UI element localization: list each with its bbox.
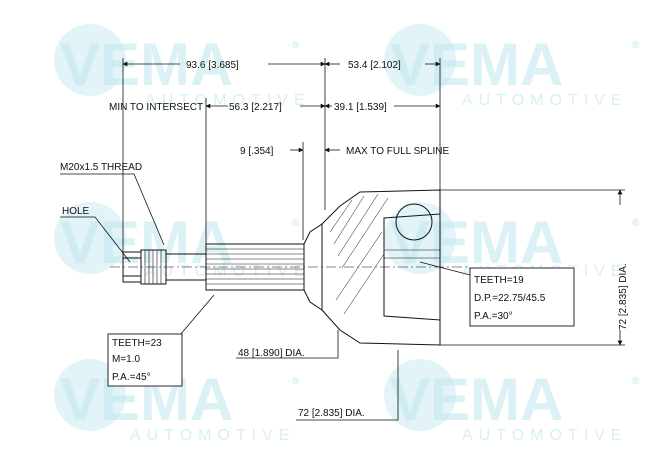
watermark-brand: VEMA [60,31,233,98]
watermark-registered: ® [292,40,300,51]
watermark-brand: VEMA [390,366,563,433]
watermark-sub: AUTOMOTIVE [130,427,296,444]
leader-shaft-dia [236,330,339,359]
bell-housing [321,189,441,346]
inner-race-cavity [383,213,441,321]
dim-vertical-dia: 72 [2.835] DIA. [618,263,629,330]
extension-lines [122,58,625,346]
callout-outer-teeth: TEETH=23 [112,338,162,349]
label-thread: M20x1.5 THREAD [60,162,142,173]
leader-thread [60,173,165,246]
dim-housing-dia: 72 [2.835] DIA. [298,408,365,419]
watermark-registered: ® [632,218,640,229]
dim-max-full-spline: MAX TO FULL SPLINE [346,146,450,157]
watermark-registered: ® [632,40,640,51]
dim-min-intersect-label: MIN TO INTERSECT [109,102,203,113]
housing-hatch [329,193,389,315]
leader-lines [60,173,471,421]
callout-inner-teeth: TEETH=19 [474,275,524,286]
watermark-registered: ® [292,218,300,229]
watermark-registered: ® [292,376,300,387]
watermark-brand: VEMA [390,31,563,98]
watermark-sub: AUTOMOTIVE [145,92,311,109]
watermark-logo-circle [384,24,456,96]
callout-inner: TEETH=19 D.P.=22.75/45.5 P.A.=30° [469,267,575,327]
dimension-lines [122,61,623,346]
leader-outer-teeth [179,294,215,336]
watermark-logo-circle [384,359,456,431]
label-hole: HOLE [62,206,90,217]
spline-lines [206,248,304,285]
callout-outer-pa: P.A.=45° [112,372,151,383]
callout-inner-pa: P.A.=30° [474,311,513,322]
watermark-brand: VEMA [390,209,563,276]
callout-outer-box [107,333,183,387]
watermark-registered: ® [632,376,640,387]
callout-outer: TEETH=23 M=1.0 P.A.=45° [107,333,183,387]
leader-hole [60,216,131,263]
leader-housing-dia [296,350,399,421]
dim-overall-right: 53.4 [2.102] [348,60,401,71]
callout-inner-box [469,267,575,327]
cv-joint-part [110,189,470,346]
dim-min-intersect-value: 56.3 [2.217] [229,102,282,113]
watermark-group: VEMA ® AUTOMOTIVE VEMA ® AUTOMOTIVE VEMA… [54,24,640,444]
watermark-logo-circle [384,202,456,274]
dim-spline-offset: 9 [.354] [240,146,274,157]
watermark-sub: AUTOMOTIVE [145,263,311,280]
watermark-logo-circle [54,24,126,96]
dim-shaft-dia: 48 [1.890] DIA. [238,348,305,359]
callout-outer-module: M=1.0 [112,354,141,365]
dim-overall-left: 93.6 [3.685] [186,60,239,71]
watermark-brand: VEMA [60,209,233,276]
dim-right-inner: 39.1 [1.539] [334,102,387,113]
ball [395,203,433,241]
watermark-sub: AUTOMOTIVE [462,92,628,109]
watermark-sub: AUTOMOTIVE [462,427,628,444]
callout-inner-dp: D.P.=22.75/45.5 [474,293,546,304]
leader-inner-teeth [419,261,471,276]
watermark-logo-circle [54,202,126,274]
